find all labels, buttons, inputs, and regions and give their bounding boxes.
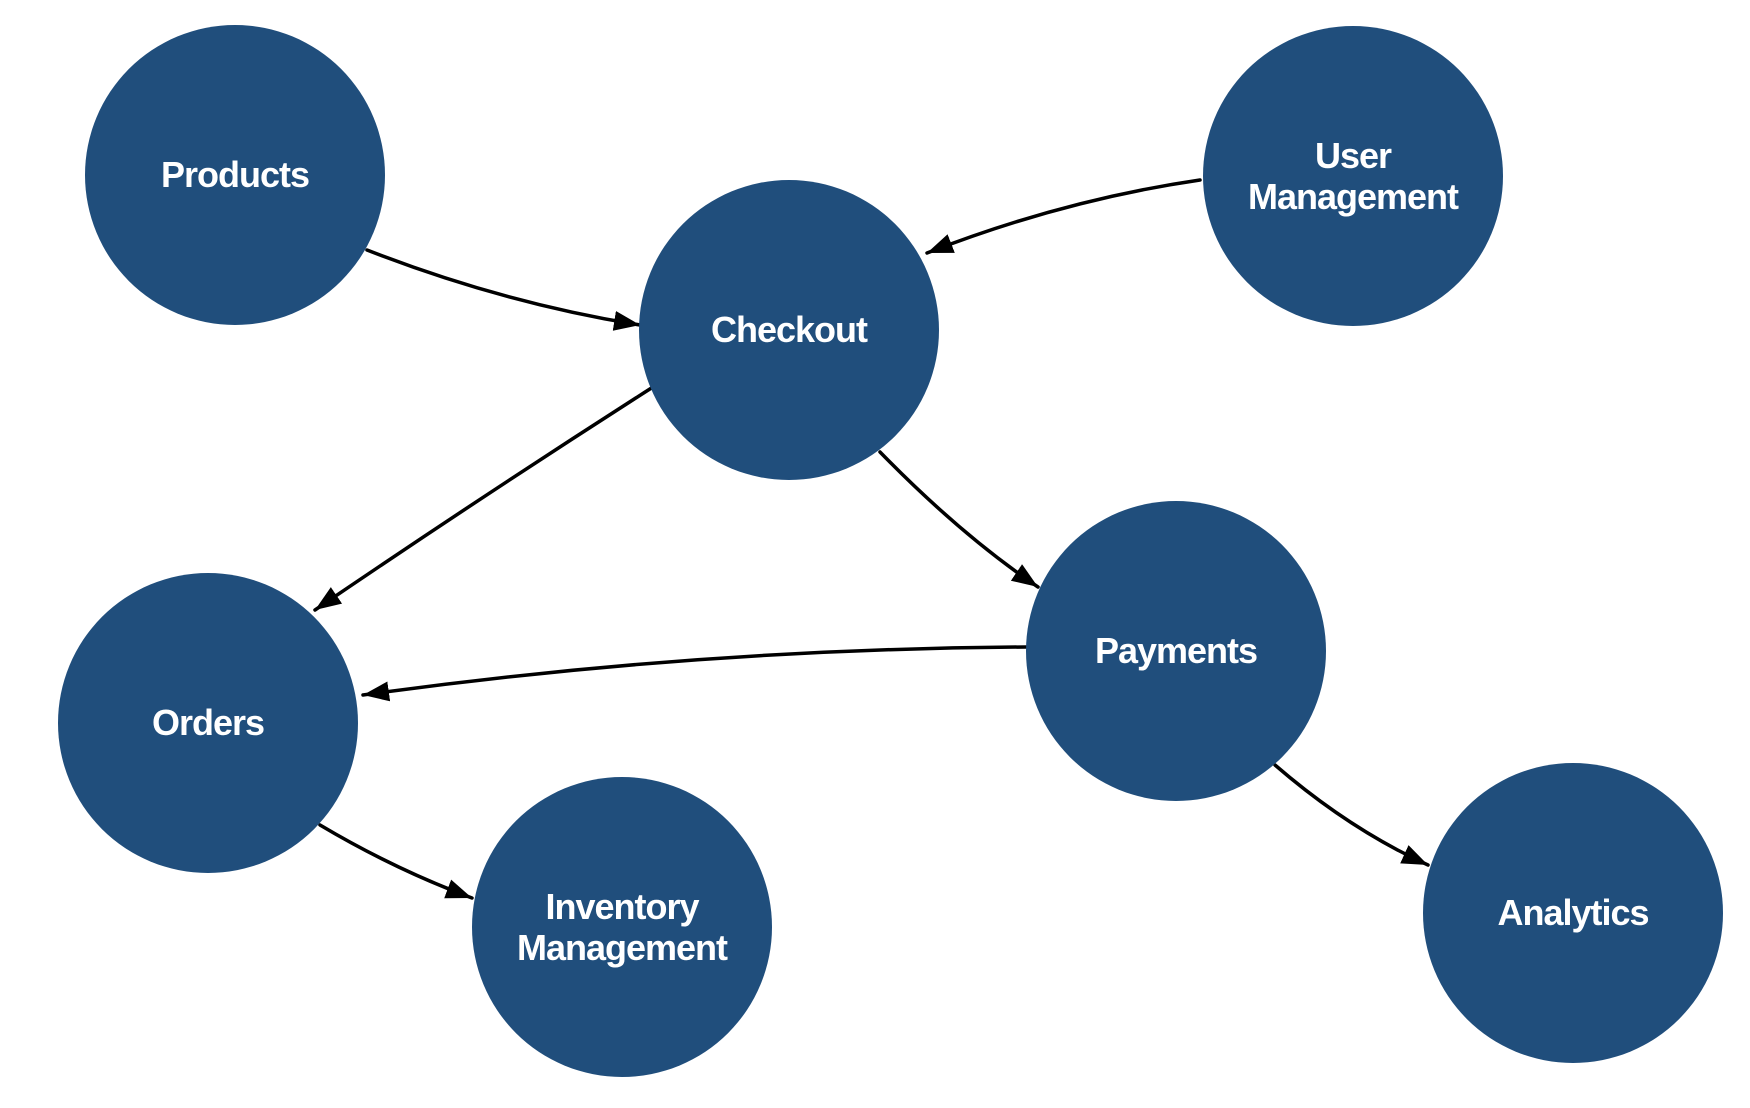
node-payments[interactable]: Payments [1026, 501, 1326, 801]
edge-checkout-to-orders [313, 385, 655, 612]
node-label: Analytics [1497, 892, 1649, 934]
node-label: User Management [1247, 134, 1459, 217]
edge-orders-to-inventory-management [318, 823, 474, 900]
edge-payments-to-orders [361, 645, 1028, 702]
node-analytics[interactable]: Analytics [1423, 763, 1723, 1063]
edge-products-to-checkout [365, 248, 642, 331]
node-label: Inventory Management [516, 885, 728, 968]
node-user-management[interactable]: User Management [1203, 26, 1503, 326]
node-orders[interactable]: Orders [58, 573, 358, 873]
node-checkout[interactable]: Checkout [639, 180, 939, 480]
edge-checkout-to-payments [878, 450, 1040, 589]
node-products[interactable]: Products [85, 25, 385, 325]
node-label: Orders [151, 702, 265, 744]
edge-user-management-to-checkout [925, 178, 1202, 255]
node-label: Products [160, 154, 310, 196]
node-label: Checkout [710, 309, 868, 351]
node-label: Payments [1094, 630, 1258, 672]
edge-payments-to-analytics [1273, 763, 1430, 867]
node-inventory-management[interactable]: Inventory Management [472, 777, 772, 1077]
